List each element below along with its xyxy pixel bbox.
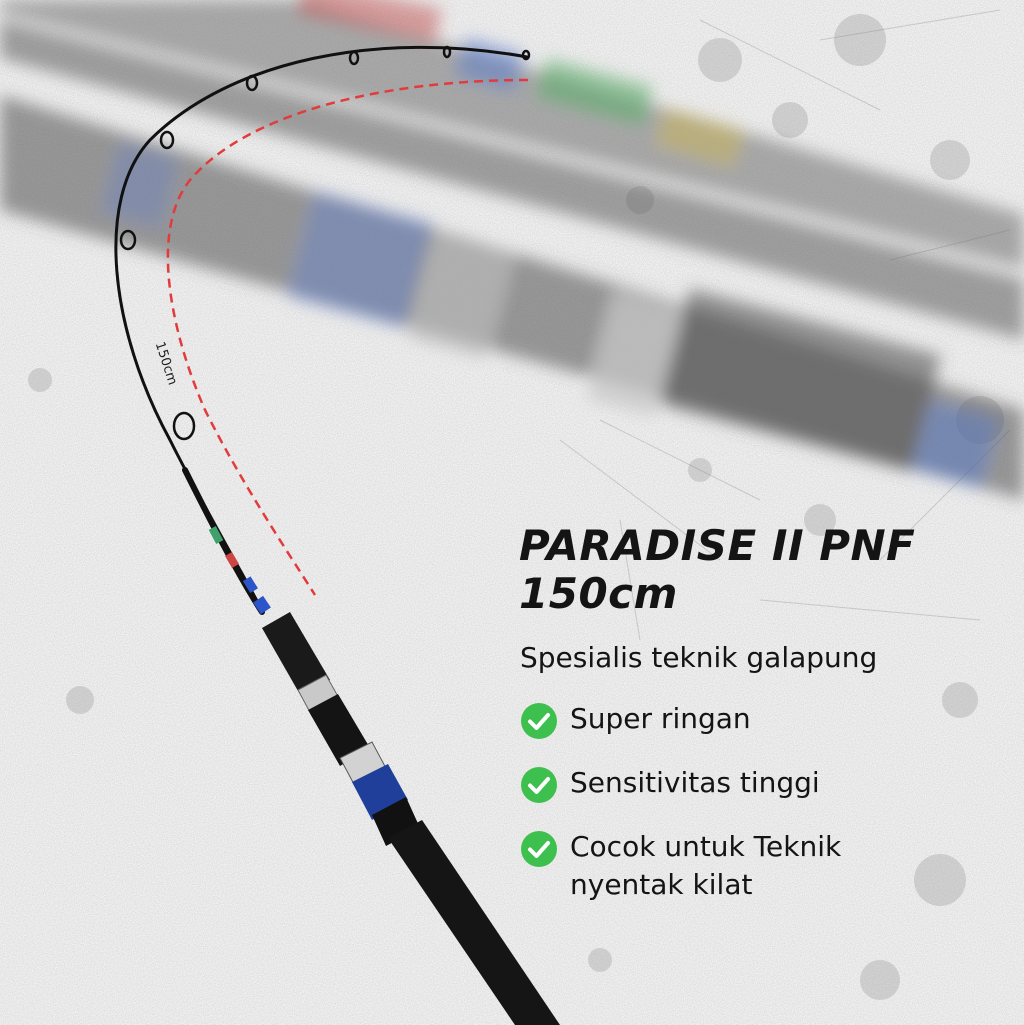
product-title: PARADISE II PNF 150cm: [519, 522, 1009, 618]
feature-item: Sensitivitas tinggi: [520, 764, 1000, 804]
rod-handle: [262, 612, 560, 1025]
feature-text-line1: Cocok untuk Teknik: [570, 830, 842, 863]
rod-guides: [119, 45, 531, 441]
measurement-dashed-line: [166, 78, 529, 596]
feature-list: Super ringan Sensitivitas tinggi Cocok u…: [520, 700, 1000, 928]
check-circle-icon: [521, 831, 557, 867]
feature-text: Super ringan: [570, 702, 751, 735]
product-subtitle: Spesialis teknik galapung: [520, 641, 878, 674]
feature-item: Cocok untuk Teknik nyentak kilat: [520, 828, 1000, 904]
feature-text-line2: nyentak kilat: [570, 868, 753, 901]
product-title-line1: PARADISE II PNF: [519, 521, 916, 570]
check-circle-icon: [521, 703, 557, 739]
product-title-line2: 150cm: [519, 569, 678, 618]
feature-text: Sensitivitas tinggi: [570, 766, 820, 799]
feature-item: Super ringan: [520, 700, 1000, 740]
check-circle-icon: [521, 767, 557, 803]
rod-wraps: [208, 526, 271, 615]
feature-text: Cocok untuk Teknik nyentak kilat: [570, 828, 841, 904]
